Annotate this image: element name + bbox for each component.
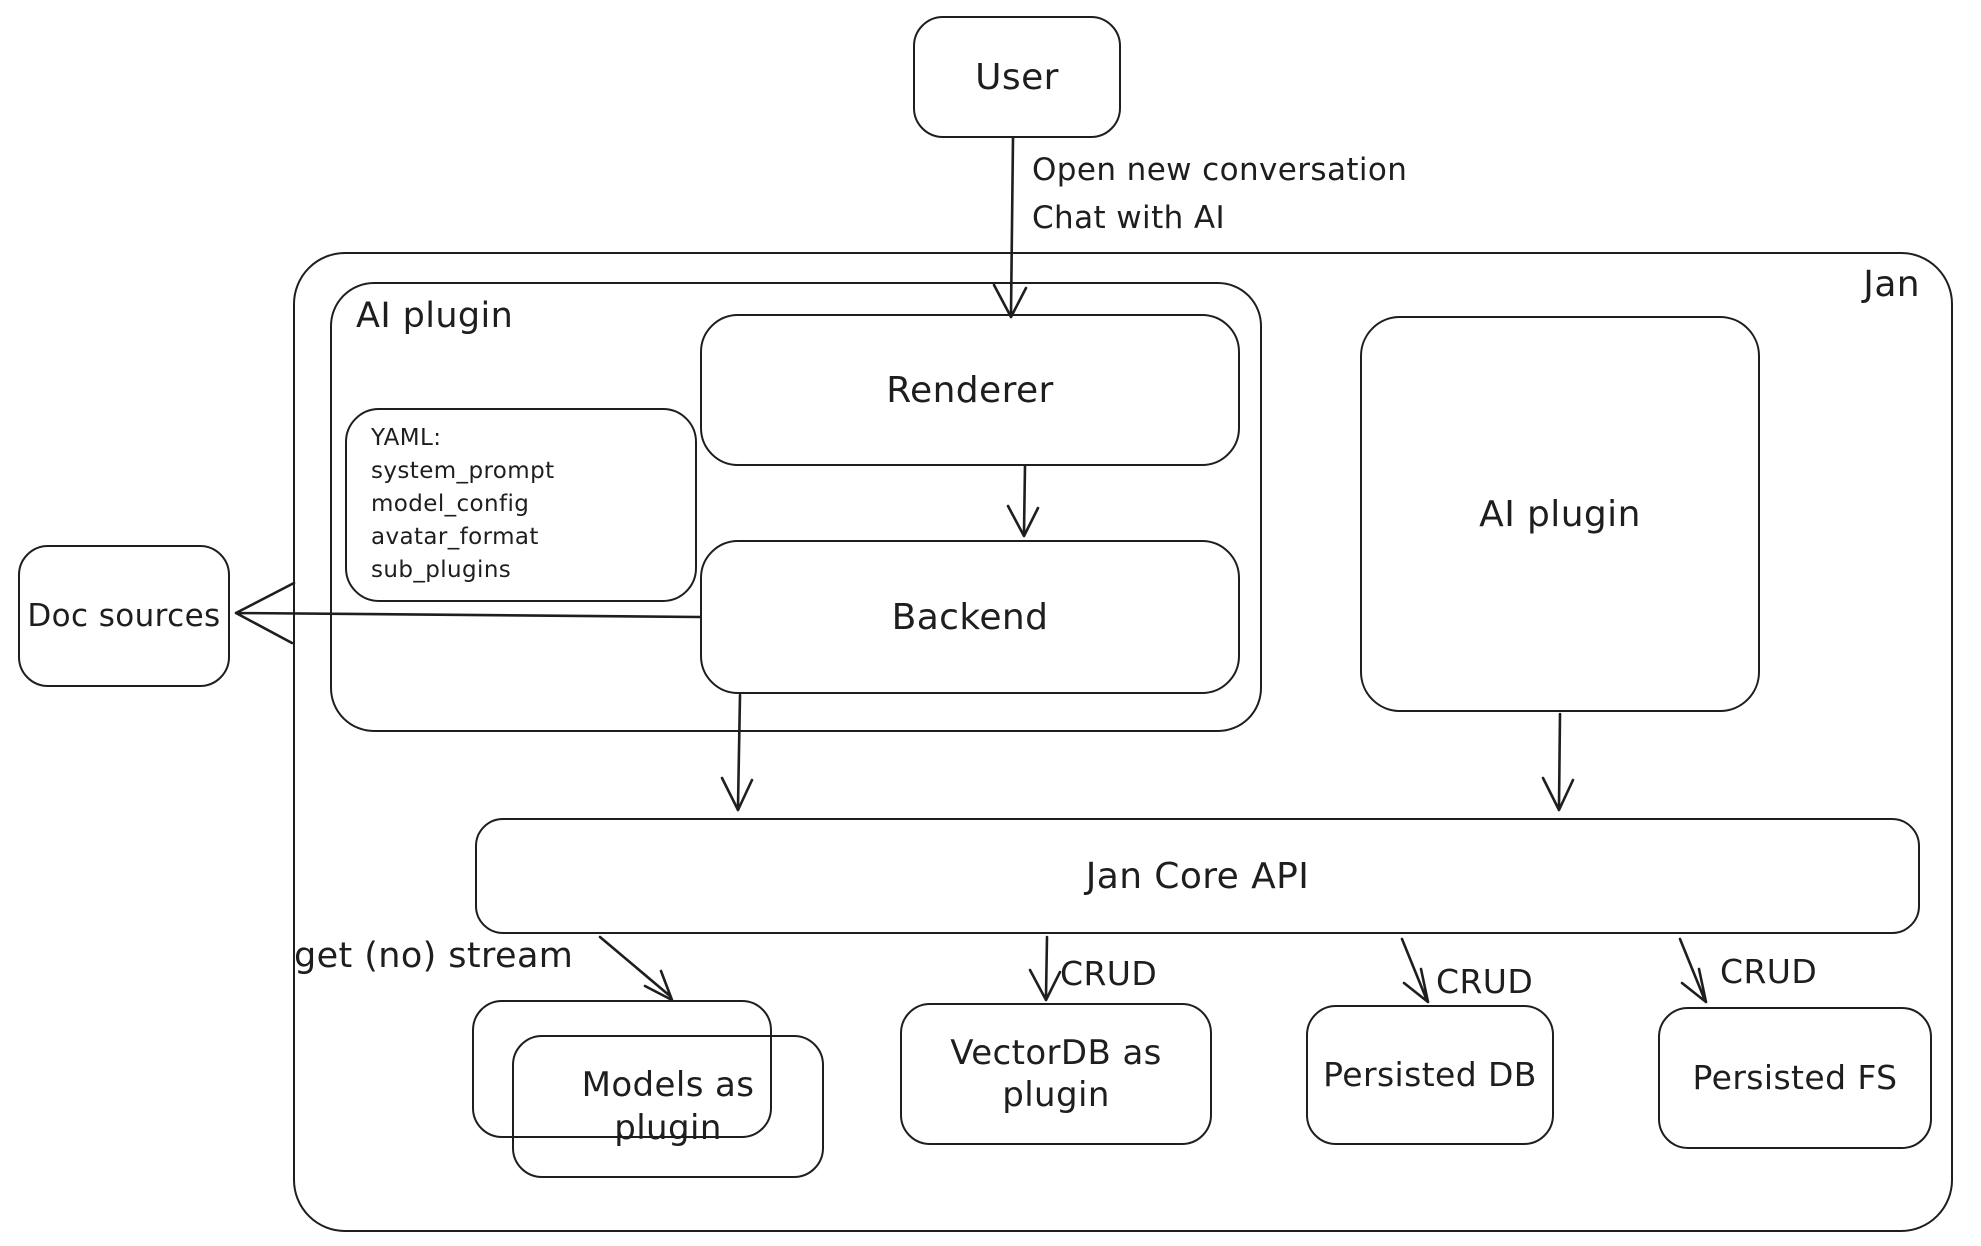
jan-core-api-node: Jan Core API [475, 818, 1920, 934]
jan-container-label: Jan [1863, 264, 1920, 305]
arrow-ai-plugin-right-to-jan-core-api [1541, 712, 1575, 812]
ai-plugin-container-label: AI plugin [356, 296, 514, 336]
user-edge-label-line2: Chat with AI [1032, 200, 1226, 236]
yaml-note: YAML: system_prompt model_config avatar_… [345, 408, 697, 602]
yaml-line: YAML: [371, 425, 442, 451]
user-node: User [913, 16, 1121, 138]
yaml-line: sub_plugins [371, 557, 512, 583]
arrow-jan-core-api-to-models [598, 935, 674, 1002]
arrow-jan-core-api-to-persisted-fs [1678, 937, 1708, 1004]
ai-plugin-right-node: AI plugin [1360, 316, 1760, 712]
doc-sources-node: Doc sources [18, 545, 230, 687]
persisted-db-label: Persisted DB [1323, 1055, 1537, 1095]
ai-plugin-container [330, 282, 1262, 732]
crud-persisted-db-edge-label: CRUD [1436, 962, 1534, 1001]
vectordb-as-plugin-node: VectorDB as plugin [900, 1003, 1212, 1145]
yaml-line: system_prompt [371, 458, 555, 484]
renderer-label: Renderer [886, 369, 1054, 411]
doc-sources-label: Doc sources [27, 597, 221, 634]
yaml-line: model_config [371, 491, 530, 517]
crud-vectordb-edge-label: CRUD [1060, 954, 1158, 993]
persisted-fs-node: Persisted FS [1658, 1007, 1932, 1149]
models-as-plugin-back-box [472, 1000, 772, 1138]
persisted-db-node: Persisted DB [1306, 1005, 1554, 1145]
renderer-node: Renderer [700, 314, 1240, 466]
user-label: User [975, 56, 1059, 98]
models-as-plugin-label: Models as plugin [581, 1065, 755, 1148]
arrow-jan-core-api-to-vectordb [1028, 935, 1062, 1002]
arrow-jan-core-api-to-persisted-db [1400, 937, 1430, 1004]
arrow-user-to-renderer [992, 136, 1028, 319]
arrow-renderer-to-backend [1006, 464, 1040, 538]
crud-persisted-fs-edge-label: CRUD [1720, 952, 1818, 991]
user-edge-label: Open new conversation Chat with AI [1032, 146, 1407, 242]
backend-label: Backend [891, 596, 1049, 638]
vectordb-as-plugin-label: VectorDB as plugin [950, 1032, 1162, 1116]
jan-container [293, 252, 1953, 1232]
models-as-plugin-node: Models as plugin [512, 1035, 824, 1178]
persisted-fs-label: Persisted FS [1692, 1058, 1898, 1098]
jan-core-api-label: Jan Core API [1085, 855, 1310, 897]
ai-plugin-right-label: AI plugin [1479, 493, 1641, 535]
user-edge-label-line1: Open new conversation [1032, 152, 1408, 188]
yaml-line: avatar_format [371, 524, 539, 550]
arrow-backend-to-jan-core-api [720, 693, 754, 812]
get-no-stream-edge-label: get (no) stream [294, 936, 574, 976]
arrow-backend-to-doc-sources [234, 581, 702, 645]
